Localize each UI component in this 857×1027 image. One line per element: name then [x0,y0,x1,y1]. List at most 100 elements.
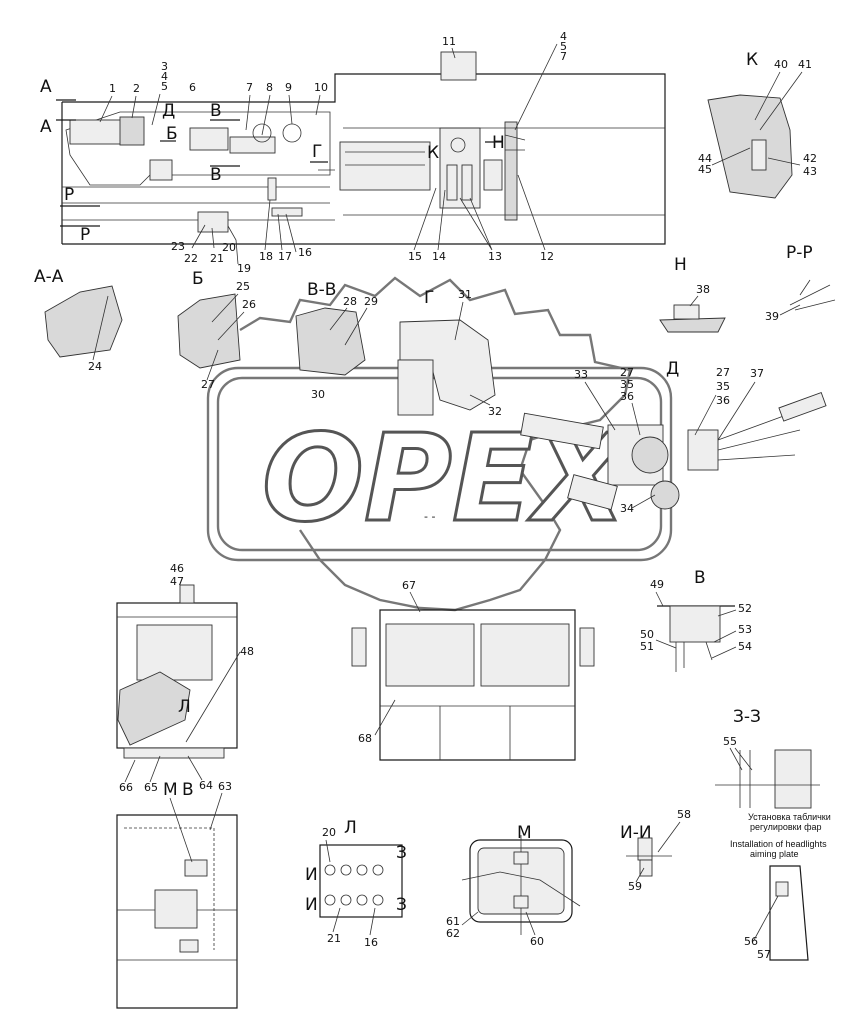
callout-55: 55 [723,735,737,748]
section-r-r-title: Р-Р [786,243,813,263]
section-a-bottom: А [40,117,52,137]
callout-26: 26 [242,298,256,311]
callout-33: 33 [574,368,588,381]
detail-k-title: К [746,50,758,70]
callout-32: 32 [488,405,502,418]
callout-45: 45 [698,163,712,176]
callout-39: 39 [765,310,779,323]
detail-n-title: Н [674,255,687,275]
callout-57: 57 [757,948,771,961]
section-z-z-title: З-З [733,707,761,727]
section-z-top: З [396,843,407,863]
callout-28: 28 [343,295,357,308]
callout-34: 34 [620,502,634,515]
callout-v: В [182,780,194,800]
callout-13: 13 [488,250,502,263]
callout-16b: 16 [364,936,378,949]
section-z-bottom: З [396,895,407,915]
callout-47: 47 [170,575,184,588]
callout-42: 42 [803,152,817,165]
callout-7a: 7 [246,81,253,94]
callout-40: 40 [774,58,788,71]
callout-20b: 20 [322,826,336,839]
section-i-i: И-И 58 59 [620,808,691,893]
section-g: Г [312,142,322,162]
callout-6: 6 [189,81,196,94]
callout-58: 58 [677,808,691,821]
callout-23: 23 [171,240,185,253]
callout-16a: 16 [298,246,312,259]
main-cab-view [61,51,666,245]
callout-21a: 21 [210,252,224,265]
detail-m: М 61 62 60 [446,823,581,948]
callout-3: 3 [161,60,168,73]
callout-22: 22 [184,252,198,265]
section-d: Д [162,101,175,121]
section-r-top: Р [64,185,74,205]
callout-11: 11 [442,35,456,48]
cab-rear-view: 67 68 [351,579,595,761]
callout-9: 9 [285,81,292,94]
callout-38: 38 [696,283,710,296]
detail-k: К 40 41 44 45 42 43 [698,50,817,199]
section-i-top: И [305,865,318,885]
section-z-z: З-З 55 Установка таблички регулировки фа… [715,707,831,961]
cab-side-view: М В 63 [116,780,238,1009]
callout-60: 60 [530,935,544,948]
callout-59: 59 [628,880,642,893]
callout-61: 61 [446,915,460,928]
detail-v: В 49 52 53 50 51 54 [640,568,752,672]
section-v-v: В-В 28 29 30 [295,280,378,401]
callout-68: 68 [358,732,372,745]
callout-20a: 20 [222,241,236,254]
section-a-top: А [40,77,52,97]
callout-17: 17 [278,250,292,263]
callout-21b: 21 [327,932,341,945]
callout-1: 1 [109,82,116,95]
callout-52: 52 [738,602,752,615]
callout-35b: 35 [716,380,730,393]
callout-48: 48 [240,645,254,658]
callout-14: 14 [432,250,446,263]
callout-18: 18 [259,250,273,263]
callout-64: 64 [199,779,213,792]
callout-44: 44 [698,152,712,165]
detail-l: Л 20 И И З З 21 16 [305,818,407,949]
callout-29: 29 [364,295,378,308]
section-g-title: Г [424,288,434,308]
callout-51: 51 [640,640,654,653]
callout-4b: 4 [560,30,567,43]
section-v-bottom: В [210,165,222,185]
callout-36a: 36 [620,390,634,403]
callout-62: 62 [446,927,460,940]
section-a-a-title: А-А [34,267,64,287]
callout-5a: 5 [161,80,168,93]
section-k: К [427,143,439,163]
callout-5b: 5 [560,40,567,53]
headlight-note-ru-2: регулировки фар [750,822,822,832]
callout-7b: 7 [560,50,567,63]
section-v-v-title: В-В [307,280,336,300]
callout-27a: 27 [201,378,215,391]
callout-63: 63 [218,780,232,793]
detail-l-title: Л [344,818,357,838]
callout-2: 2 [133,82,140,95]
section-v-top: В [210,101,222,121]
detail-v-title: В [694,568,706,588]
callout-66: 66 [119,781,133,794]
callout-24: 24 [88,360,102,373]
callout-10: 10 [314,81,328,94]
callout-67: 67 [402,579,416,592]
section-b-detail: Б 25 26 27 [177,269,256,391]
callout-46: 46 [170,562,184,575]
callout-15: 15 [408,250,422,263]
callout-53: 53 [738,623,752,636]
section-i-bottom: И [305,895,318,915]
section-markers-main: А А Д Б В В Г К Н Р Р [40,77,505,245]
section-r-bottom: Р [80,225,90,245]
callout-31: 31 [458,288,472,301]
watermark-dash: - - [424,510,435,523]
section-g-detail: Г 31 32 [397,288,502,418]
